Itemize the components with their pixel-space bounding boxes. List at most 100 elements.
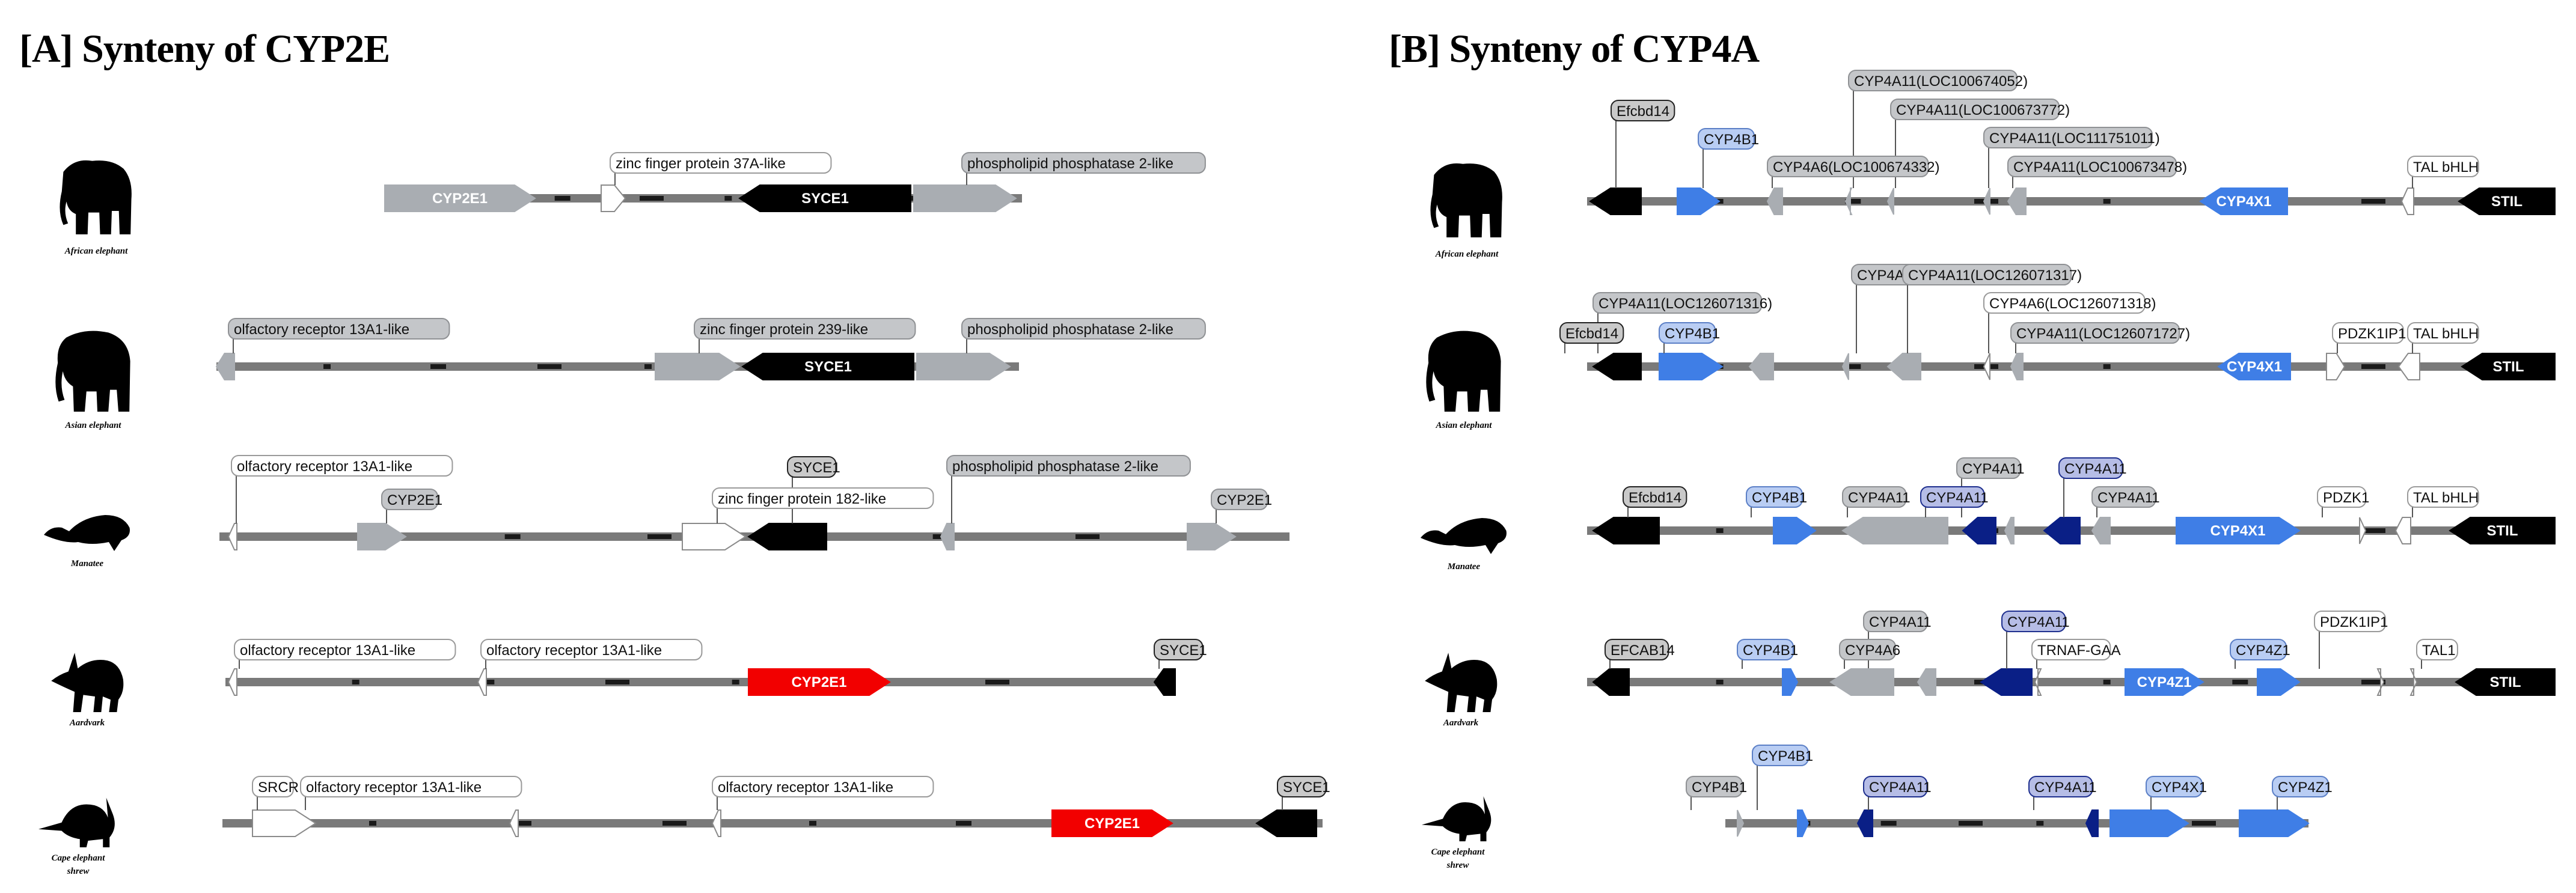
- gene-arrow: [738, 184, 911, 212]
- gene-arrow: [1592, 353, 1642, 380]
- gene-tag-text: CYP4B1: [1758, 748, 1813, 764]
- backbone-segment: [985, 680, 1009, 684]
- gene-tag-text: olfactory receptor 13A1-like: [718, 779, 893, 796]
- gene-tag-text: CYP4A11: [1926, 490, 1989, 506]
- gene-tag: [1752, 745, 1809, 766]
- gene-tag: [381, 489, 438, 510]
- gene-tag: [712, 776, 934, 797]
- gene-arrow: [2010, 353, 2024, 380]
- gene-arrow: [1748, 353, 1774, 380]
- gene-arrow: [1187, 523, 1237, 550]
- species-name: African elephant: [64, 246, 128, 256]
- gene-tag: [2001, 611, 2066, 632]
- gene-tag-text: PDZK1IP1: [2338, 326, 2406, 342]
- gene-tag: [2332, 322, 2404, 344]
- gene-tag-text: CYP4B1: [1743, 642, 1798, 659]
- gene-tag-text: CYP2E1: [387, 492, 442, 508]
- gene-arrow: [1886, 187, 1894, 215]
- backbone-segment: [352, 680, 359, 684]
- gene-label: SYCE1: [804, 359, 852, 375]
- gene-tag: [2272, 776, 2329, 797]
- aardvark-silhouette-icon: [1425, 653, 1498, 712]
- gene-tag-text: phospholipid phosphatase 2-like: [952, 459, 1158, 475]
- gene-arrow: [477, 668, 487, 696]
- gene-tag: [2007, 156, 2177, 177]
- gene-tag-text: CYP4B1: [1665, 326, 1720, 342]
- asian-elephant-silhouette-icon: [55, 331, 130, 412]
- species-name: Cape elephant: [52, 853, 106, 863]
- gene-tag-text: phospholipid phosphatase 2-like: [967, 322, 1173, 338]
- gene-tag-text: CYP4B1: [1692, 779, 1747, 796]
- gene-tag-text: EFCAB14: [1611, 642, 1675, 659]
- gene-tag-text: CYP4A11: [2007, 614, 2070, 630]
- gene-tag-text: CYP4A11: [1848, 490, 1911, 506]
- gene-tag: [610, 152, 832, 174]
- gene-arrow: [2400, 187, 2414, 215]
- gene-arrow: [2007, 187, 2027, 215]
- panel-b-title: [B] Synteny of CYP4A: [1389, 27, 1760, 71]
- gene-tag-text: CYP4A11(LOC100673772): [1896, 102, 2070, 118]
- gene-tag-text: SYCE1: [1283, 779, 1330, 796]
- gene-arrow: [1592, 517, 1660, 544]
- gene-arrow: [509, 809, 519, 837]
- gene-tag: [1277, 776, 1327, 797]
- chromosome-backbone: [225, 678, 1175, 686]
- gene-arrow: [2239, 809, 2310, 837]
- gene-tag-text: phospholipid phosphatase 2-like: [967, 156, 1173, 172]
- gene-tag-text: TAL bHLH: [2413, 326, 2479, 342]
- gene-arrow: [2458, 187, 2556, 215]
- gene-tag: [1623, 486, 1687, 508]
- gene-tag: [2416, 639, 2458, 660]
- species-name: Manatee: [70, 559, 104, 568]
- gene-tag: [1956, 457, 2021, 479]
- backbone-segment: [662, 821, 687, 826]
- gene-label: SYCE1: [801, 190, 849, 207]
- gene-label: STIL: [2491, 194, 2522, 210]
- gene-arrow: [1589, 187, 1642, 215]
- gene-tag-text: TAL bHLH: [2413, 159, 2479, 175]
- backbone-segment: [2103, 680, 2111, 684]
- gene-tag-text: TAL bHLH: [2413, 490, 2479, 506]
- gene-label: STIL: [2493, 359, 2524, 375]
- gene-tag-text: SYCE1: [1160, 642, 1207, 659]
- aardvark-silhouette-icon: [51, 653, 124, 712]
- gene-tag: [231, 455, 453, 477]
- chromosome-backbone: [1587, 197, 2555, 206]
- gene-tag-text: Efcbd14: [1629, 490, 1681, 506]
- gene-arrow: [711, 809, 721, 837]
- gene-tag: [1767, 156, 1929, 177]
- gene-label: CYP2E1: [791, 674, 846, 690]
- gene-arrow: [2397, 353, 2420, 380]
- gene-tag-text: CYP4B1: [1752, 490, 1807, 506]
- backbone-segment: [1880, 821, 1897, 826]
- chromosome-backbone: [1587, 678, 2555, 686]
- backbone-segment: [732, 680, 739, 684]
- backbone-segment: [323, 364, 331, 369]
- gene-arrow: [1983, 187, 1990, 215]
- gene-tag: [300, 776, 522, 797]
- gene-tag-text: CYP4Z1: [2236, 642, 2290, 659]
- gene-tag: [1920, 486, 1985, 508]
- gene-arrow: [1841, 353, 1849, 380]
- african-elephant-silhouette-icon: [1430, 163, 1502, 237]
- backbone-segment: [369, 821, 376, 826]
- gene-tag: [2028, 776, 2093, 797]
- gene-tag-text: CYP4A11(LOC126071316): [1599, 296, 1772, 312]
- gene-tag-text: olfactory receptor 13A1-like: [240, 642, 415, 659]
- gene-tag: [2031, 639, 2111, 660]
- gene-arrow: [2109, 809, 2189, 837]
- gene-tag-text: olfactory receptor 13A1-like: [237, 459, 412, 475]
- backbone-segment: [647, 534, 672, 539]
- gene-tag: [1848, 70, 2018, 91]
- species-name: Manatee: [1447, 562, 1481, 571]
- gene-tag: [1746, 486, 1803, 508]
- gene-tag: [1863, 776, 1928, 797]
- gene-tag: [1698, 128, 1755, 150]
- gene-arrow: [2085, 809, 2099, 837]
- gene-arrow: [2326, 353, 2346, 380]
- gene-arrow: [1051, 809, 1173, 837]
- gene-arrow: [2125, 668, 2204, 696]
- backbone-segment: [2103, 199, 2111, 204]
